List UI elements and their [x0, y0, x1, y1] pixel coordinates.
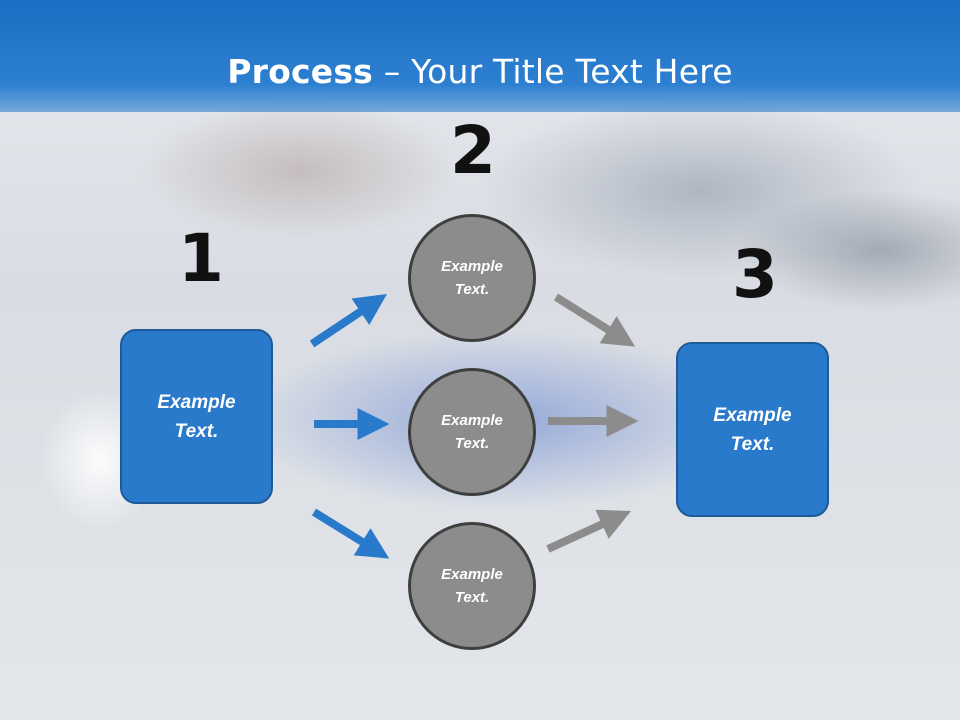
title-bar: [0, 0, 960, 112]
title-bold: Process: [227, 52, 374, 91]
step-3-text: Example Text.: [713, 404, 792, 455]
title-rest: – Your Title Text Here: [373, 52, 733, 91]
arrow-top-to-3: [553, 293, 636, 347]
step-number-3: 3: [732, 236, 778, 313]
step-number-1: 1: [178, 220, 224, 297]
circle-middle-text: Example Text.: [441, 412, 503, 452]
circle-top-text: Example Text.: [441, 258, 503, 298]
step-2-circle-bottom: Example Text.: [408, 522, 536, 650]
arrow-bottom-to-3: [546, 509, 632, 553]
arrow-1-to-bottom: [311, 508, 390, 559]
arrow-1-to-top: [309, 294, 387, 348]
step-3-box: Example Text.: [676, 342, 829, 517]
step-1-text: Example Text.: [157, 391, 236, 442]
step-number-2: 2: [450, 112, 496, 189]
step-2-circle-top: Example Text.: [408, 214, 536, 342]
step-2-circle-middle: Example Text.: [408, 368, 536, 496]
circle-bottom-text: Example Text.: [441, 566, 503, 606]
page-title: Process – Your Title Text Here: [0, 52, 960, 91]
step-1-box: Example Text.: [120, 329, 273, 504]
